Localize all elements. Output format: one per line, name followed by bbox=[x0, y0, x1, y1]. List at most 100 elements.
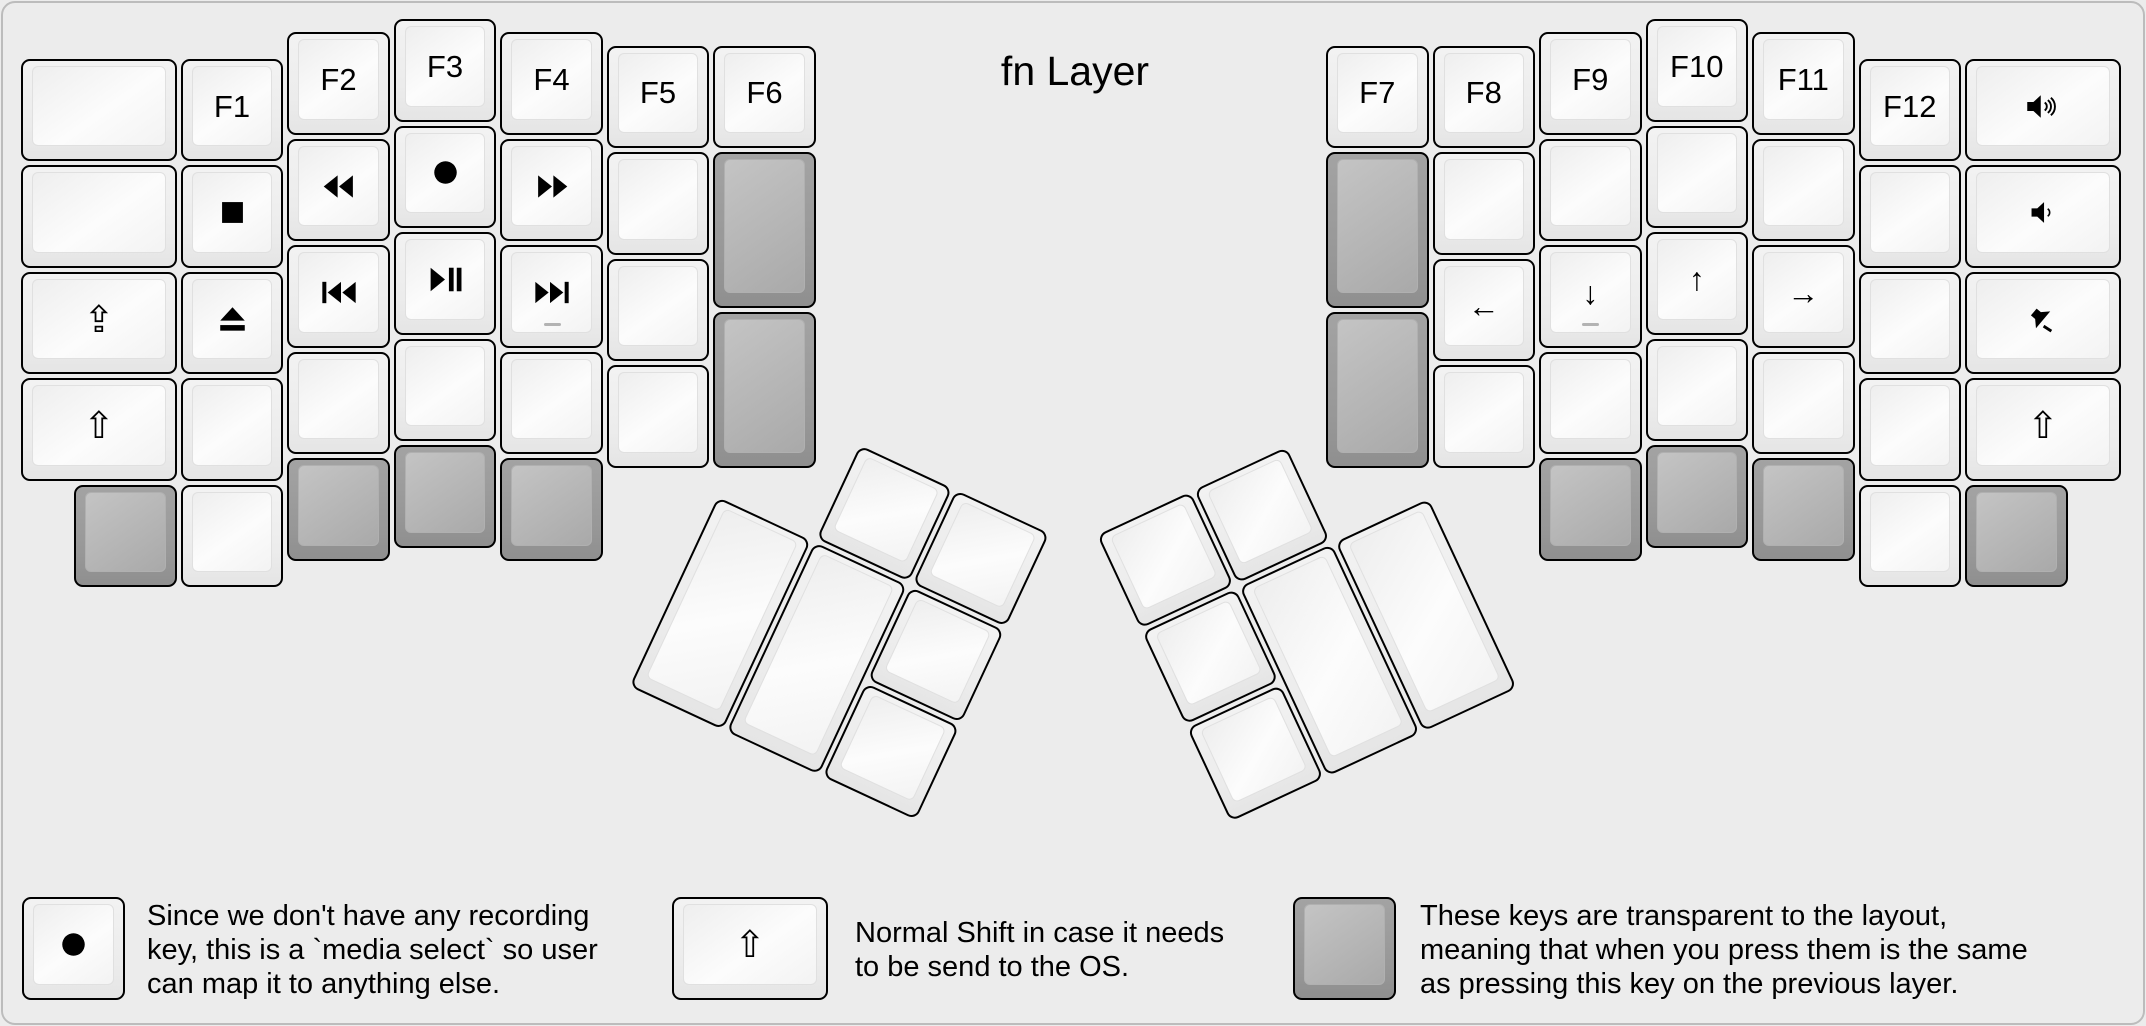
keycap-surface bbox=[404, 132, 486, 213]
next-track-icon bbox=[534, 280, 570, 305]
keycap-surface: F10 bbox=[1656, 26, 1737, 107]
key-blank[interactable] bbox=[21, 58, 177, 162]
key-shift[interactable]: ⇧ bbox=[21, 378, 177, 481]
key-transparent[interactable] bbox=[74, 484, 177, 588]
keycap-surface: ↓ bbox=[1550, 252, 1631, 333]
key-blank[interactable] bbox=[1858, 271, 1961, 375]
keycap-surface bbox=[1443, 159, 1524, 240]
key-transparent[interactable] bbox=[393, 445, 497, 548]
keycap-surface bbox=[85, 491, 166, 573]
key-blank[interactable] bbox=[1752, 138, 1855, 242]
caps-lock-icon: ⇪ bbox=[83, 298, 115, 340]
keycap-surface: ↑ bbox=[1656, 239, 1737, 320]
key-blank[interactable] bbox=[180, 378, 284, 481]
key-volume-down[interactable] bbox=[1965, 165, 2121, 268]
key-fast-forward[interactable] bbox=[500, 138, 603, 242]
keycap-surface bbox=[1656, 345, 1737, 426]
key-caps-lock[interactable]: ⇪ bbox=[21, 271, 177, 375]
key-volume-mute[interactable] bbox=[1965, 271, 2121, 375]
keycap-surface: F1 bbox=[191, 65, 273, 147]
key-f8[interactable]: F8 bbox=[1432, 45, 1535, 149]
keycap-surface: ⇧ bbox=[32, 385, 166, 466]
prev-track-icon bbox=[321, 280, 357, 305]
key-f3[interactable]: F3 bbox=[393, 19, 497, 122]
key-blank[interactable] bbox=[1858, 378, 1961, 481]
keycap-surface bbox=[839, 694, 946, 802]
key-f5[interactable]: F5 bbox=[606, 45, 710, 149]
key-transparent[interactable] bbox=[713, 311, 816, 468]
key-f4[interactable]: F4 bbox=[500, 32, 603, 135]
keycap-surface bbox=[1869, 172, 1950, 253]
key-blank[interactable] bbox=[1432, 152, 1535, 255]
key-f10[interactable]: F10 bbox=[1645, 19, 1748, 122]
keycap-surface bbox=[1763, 465, 1844, 546]
key-shift: ⇧ bbox=[672, 897, 828, 1000]
key-transparent[interactable] bbox=[1645, 445, 1748, 548]
key-next-track[interactable] bbox=[500, 245, 603, 348]
key-blank[interactable] bbox=[21, 165, 177, 268]
keycap-surface bbox=[511, 465, 592, 546]
stop-icon bbox=[220, 200, 245, 225]
key-arrow-down[interactable]: ↓ bbox=[1539, 245, 1642, 348]
key-blank[interactable] bbox=[1645, 338, 1748, 441]
keycap-surface bbox=[724, 318, 805, 453]
key-record[interactable] bbox=[393, 125, 497, 228]
key-blank[interactable] bbox=[393, 338, 497, 441]
keycap-surface bbox=[1304, 904, 1385, 985]
key-f7[interactable]: F7 bbox=[1326, 45, 1429, 149]
keycap-surface bbox=[1550, 145, 1631, 227]
key-play-pause[interactable] bbox=[393, 232, 497, 335]
key-blank[interactable] bbox=[500, 351, 603, 455]
key-arrow-left[interactable]: ← bbox=[1432, 258, 1535, 362]
key-transparent[interactable] bbox=[1326, 152, 1429, 308]
key-f6[interactable]: F6 bbox=[713, 45, 816, 149]
key-blank[interactable] bbox=[1539, 138, 1642, 242]
keycap-surface: F2 bbox=[298, 39, 379, 120]
key-f11[interactable]: F11 bbox=[1752, 32, 1855, 135]
key-blank[interactable] bbox=[606, 365, 710, 468]
key-transparent[interactable] bbox=[713, 152, 816, 308]
key-transparent[interactable] bbox=[500, 458, 603, 561]
key-f9[interactable]: F9 bbox=[1539, 32, 1642, 135]
key-blank[interactable] bbox=[1645, 125, 1748, 228]
keycap-surface: → bbox=[1763, 252, 1844, 333]
key-blank[interactable] bbox=[606, 152, 710, 255]
key-blank[interactable] bbox=[180, 484, 284, 588]
key-volume-up[interactable] bbox=[1965, 58, 2121, 162]
key-stop[interactable] bbox=[180, 165, 284, 268]
keycap-surface bbox=[832, 456, 940, 563]
key-transparent[interactable] bbox=[287, 458, 390, 561]
key-label: F4 bbox=[533, 62, 570, 98]
rewind-icon bbox=[322, 174, 356, 199]
key-blank[interactable] bbox=[287, 351, 390, 455]
key-transparent[interactable] bbox=[1752, 458, 1855, 561]
key-blank[interactable] bbox=[1858, 165, 1961, 268]
key-blank[interactable] bbox=[1858, 484, 1961, 588]
key-transparent[interactable] bbox=[1539, 458, 1642, 561]
key-f1[interactable]: F1 bbox=[180, 58, 284, 162]
keycap-surface bbox=[404, 452, 486, 533]
key-arrow-up[interactable]: ↑ bbox=[1645, 232, 1748, 335]
key-shift[interactable]: ⇧ bbox=[1965, 378, 2121, 481]
keycap-surface: F6 bbox=[724, 52, 805, 134]
key-f2[interactable]: F2 bbox=[287, 32, 390, 135]
key-transparent[interactable] bbox=[1965, 484, 2068, 588]
key-f12[interactable]: F12 bbox=[1858, 58, 1961, 162]
volume-up-icon bbox=[2025, 93, 2061, 120]
keycap-surface bbox=[511, 145, 592, 227]
keycap-surface bbox=[1976, 65, 2110, 147]
key-transparent[interactable] bbox=[1326, 311, 1429, 468]
key-eject[interactable] bbox=[180, 271, 284, 375]
key-blank[interactable] bbox=[1539, 351, 1642, 455]
key-prev-track[interactable] bbox=[287, 245, 390, 348]
key-blank[interactable] bbox=[1432, 365, 1535, 468]
key-blank[interactable] bbox=[1752, 351, 1855, 455]
key-rewind[interactable] bbox=[287, 138, 390, 242]
keycap-surface bbox=[298, 145, 379, 227]
key-arrow-right[interactable]: → bbox=[1752, 245, 1855, 348]
key-label: F7 bbox=[1359, 75, 1396, 111]
note-media-select-text: Since we don't have any recording key, t… bbox=[147, 900, 598, 1000]
key-label: F3 bbox=[426, 48, 464, 84]
keycap-surface bbox=[298, 252, 379, 333]
key-blank[interactable] bbox=[606, 258, 710, 362]
